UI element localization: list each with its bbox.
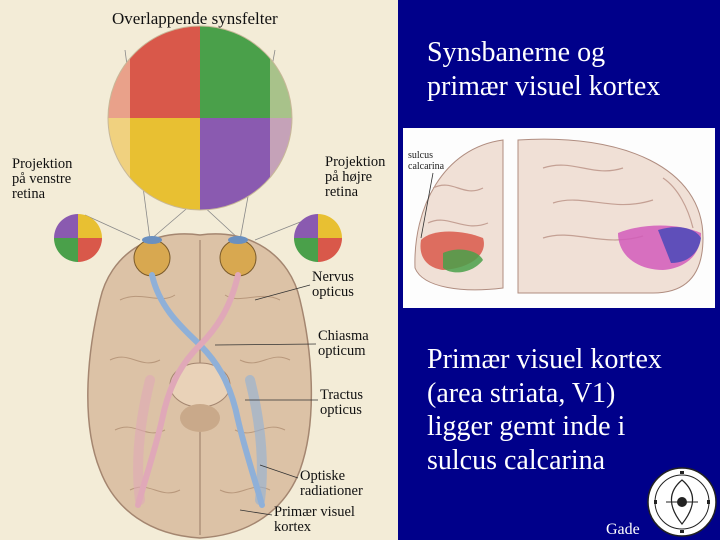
sulcus-calcarina-label: sulcus calcarina [408, 150, 444, 172]
left-retina-projection [54, 214, 102, 262]
slide-title: Synsbanerne og primær visuel kortex [427, 36, 660, 103]
optic-chiasm-label: Chiasma opticum [318, 329, 369, 359]
left-retina-label: Projektion på venstre retina [12, 157, 72, 203]
primary-visual-cortex-label: Primær visuel kortex [274, 505, 355, 535]
brain-base-view [88, 234, 312, 538]
author-footer: Gade [606, 521, 640, 539]
optic-tract-label: Tractus opticus [320, 388, 363, 418]
right-retina-projection [294, 214, 342, 262]
visual-pathway-diagram: Overlappende synsfelter Projektion på ve… [0, 0, 398, 540]
medial-brain-image [403, 128, 715, 308]
slide-body-text: Primær visuel kortex (area striata, V1) … [427, 343, 662, 477]
medial-brain-illustration [403, 128, 715, 308]
right-retina-label: Projektion på højre retina [325, 155, 385, 201]
optic-nerve-label: Nervus opticus [312, 270, 354, 300]
optic-radiation-label: Optiske radiationer [300, 469, 363, 499]
university-seal-icon [646, 466, 718, 538]
diagram-title: Overlappende synsfelter [112, 10, 278, 28]
overlapping-visual-fields [100, 20, 300, 220]
